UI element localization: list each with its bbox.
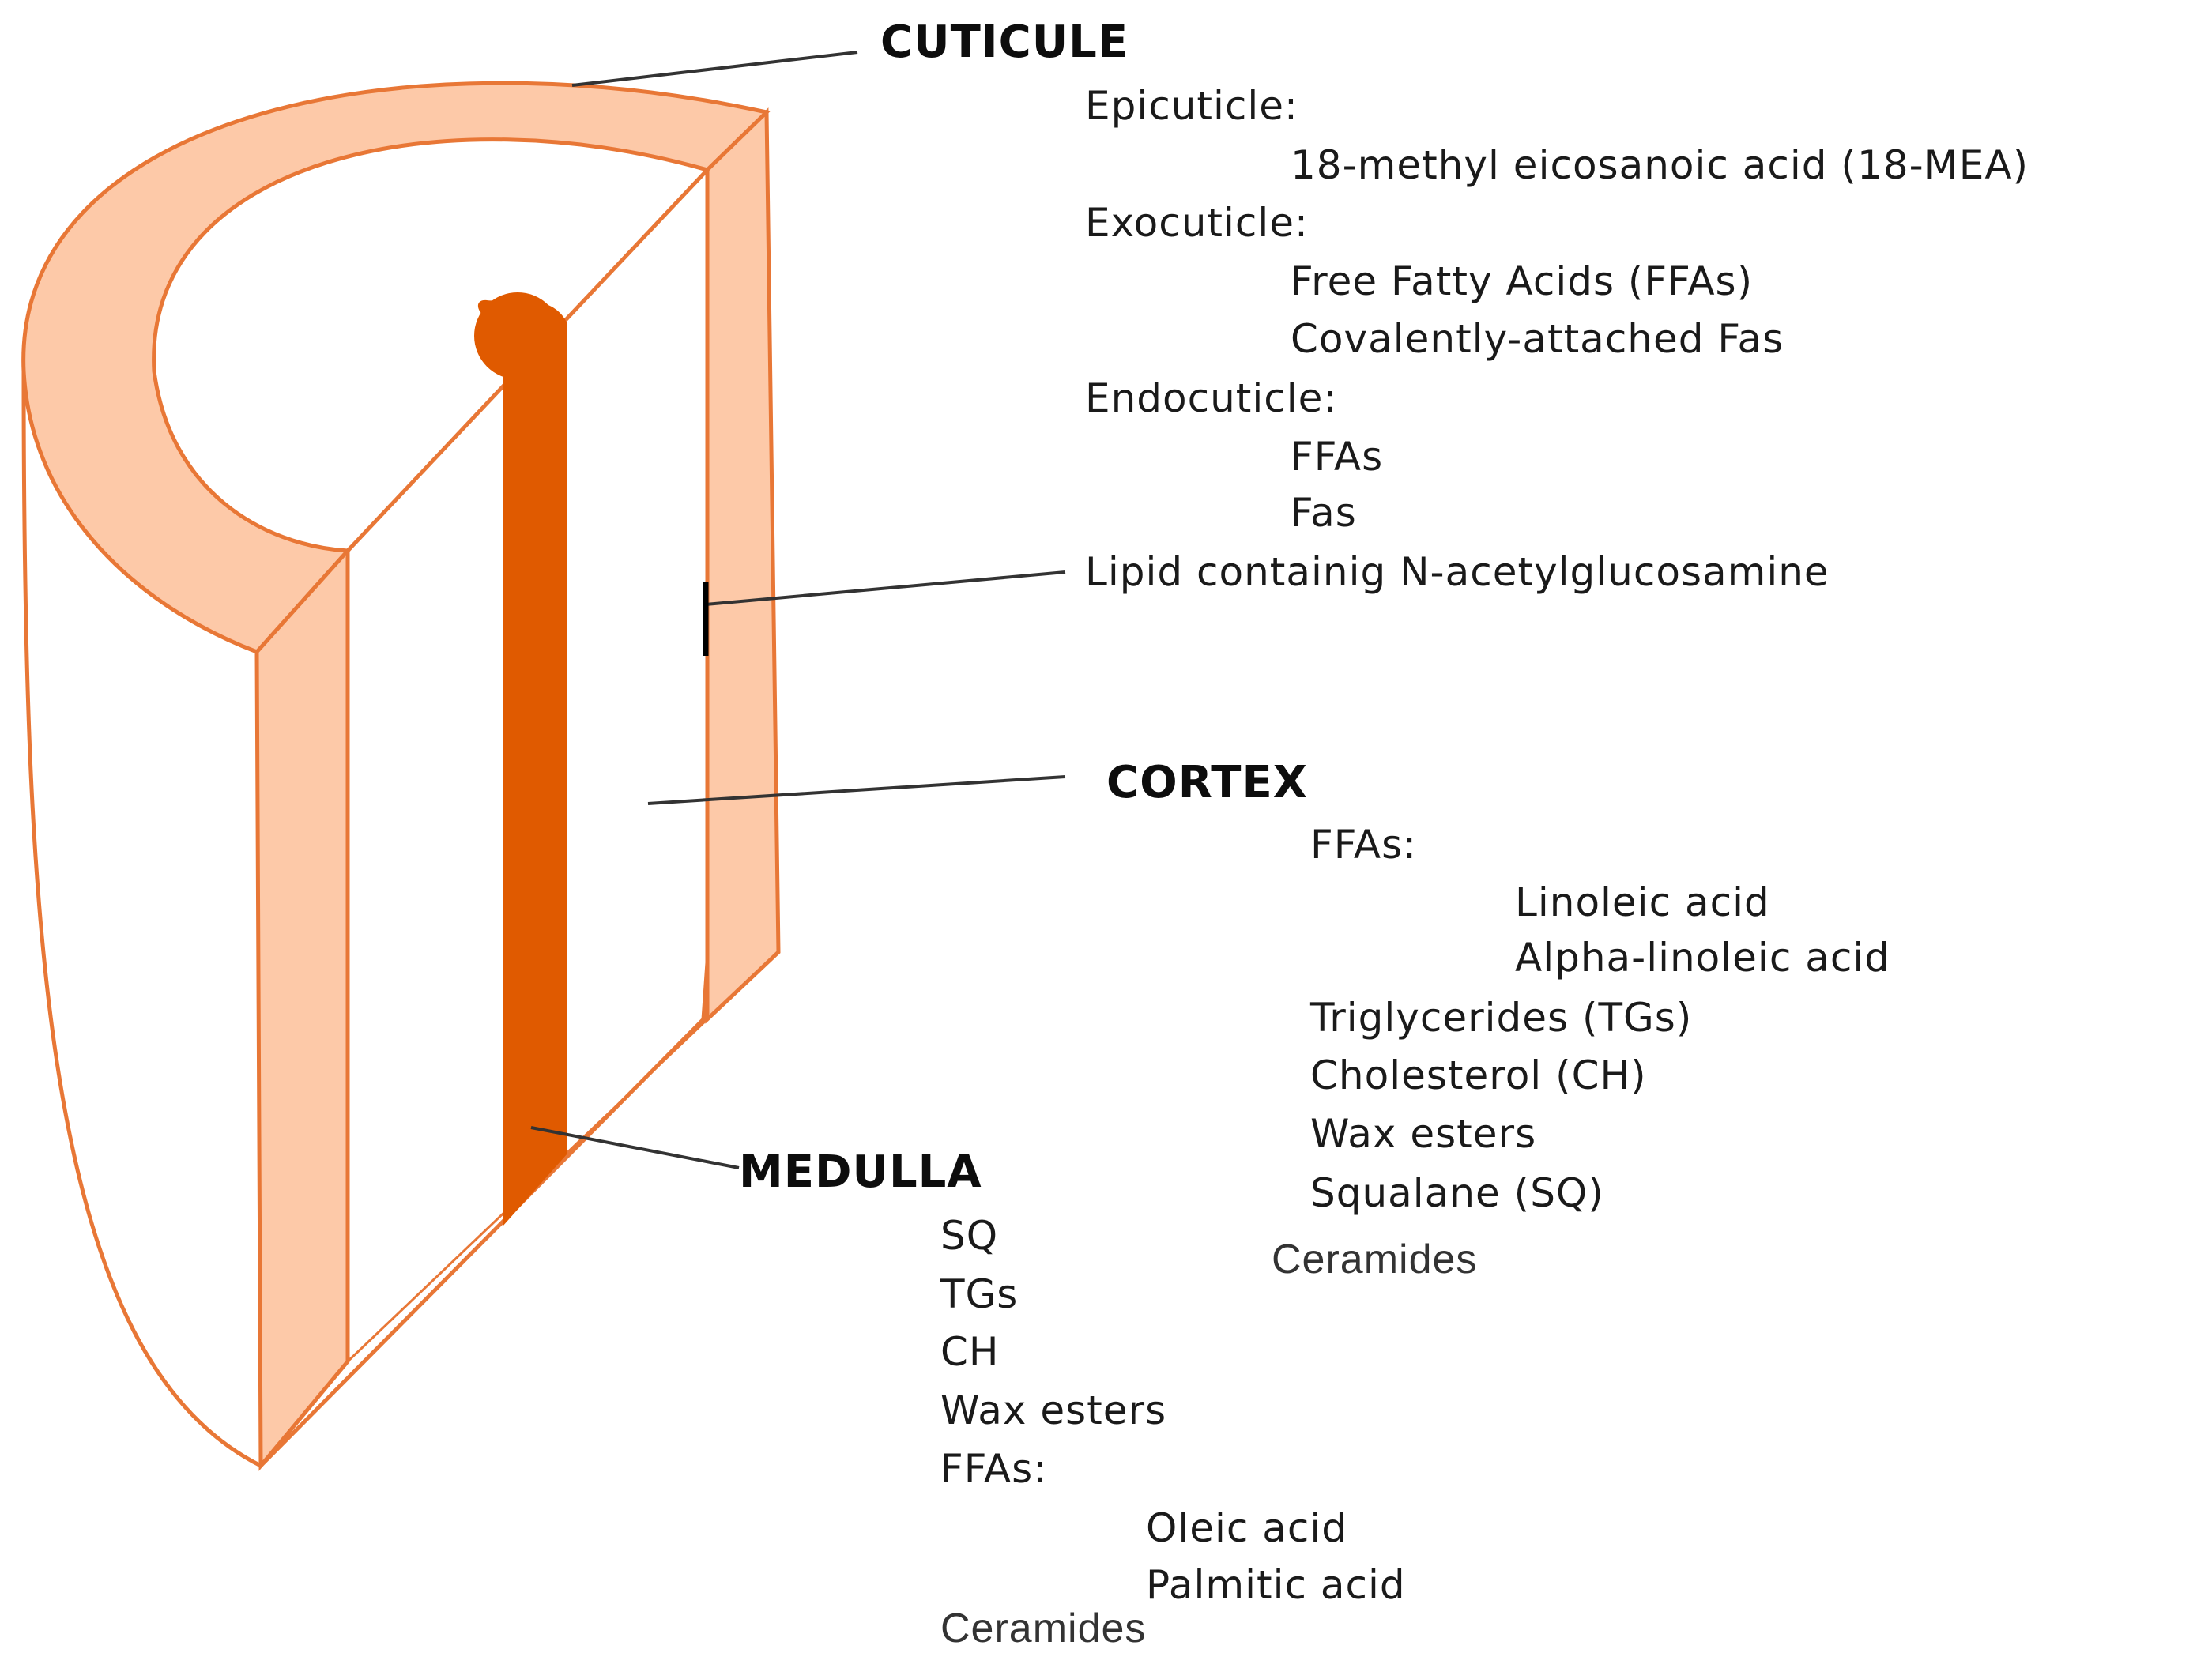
cortex-leader-line [647, 775, 1066, 805]
cortex-wax-esters: Wax esters [1310, 1111, 1537, 1157]
medulla-ffas: FFAs: [940, 1446, 1048, 1492]
cortex-alpha-linoleic-acid: Alpha-linoleic acid [1515, 935, 1890, 981]
medulla-oleic-acid: Oleic acid [1146, 1505, 1348, 1551]
cortex-ceramides: Ceramides [1272, 1237, 1478, 1282]
medulla-palmitic-acid: Palmitic acid [1146, 1562, 1406, 1608]
medulla-ceramides: Ceramides [940, 1606, 1147, 1651]
cuticle-side-band [705, 107, 781, 1024]
cuticle-endo-ffas: FFAs [1291, 434, 1384, 480]
medulla-column [477, 299, 567, 1226]
hair-outer-body [21, 111, 769, 1469]
cuticle-layer-endocuticle: Endocuticle: [1085, 375, 1338, 421]
cuticle-lipid-18mea: 18-methyl eicosanoic acid (18-MEA) [1291, 142, 2029, 188]
cortex-heading: CORTEX [1106, 757, 1308, 808]
cuticle-layer-epicuticle: Epicuticle: [1085, 83, 1298, 129]
medulla-tgs: TGs [940, 1271, 1019, 1317]
cuticle-lipid-nacetylglucosamine: Lipid containig N-acetylglucosamine [1085, 549, 1830, 595]
cuticle-lipid-ffas: Free Fatty Acids (FFAs) [1291, 258, 1754, 304]
cortex-ffas: FFAs: [1310, 822, 1418, 868]
lipid-leader-line [705, 570, 1066, 606]
cortex-cholesterol: Cholesterol (CH) [1310, 1052, 1647, 1098]
cuticle-leader-line [571, 51, 858, 87]
medulla-heading: MEDULLA [739, 1147, 982, 1198]
cuticle-top-band [21, 81, 771, 654]
cuticle-heading: CUTICULE [880, 17, 1129, 68]
cortex-squalane: Squalane (SQ) [1310, 1170, 1604, 1216]
cortex-triglycerides: Triglycerides (TGs) [1310, 995, 1693, 1041]
medulla-leader-line [530, 1126, 740, 1169]
cuticle-lipid-covalent-fas: Covalently-attached Fas [1291, 316, 1784, 362]
cuticle-endo-fas: Fas [1291, 490, 1357, 536]
medulla-wax-esters: Wax esters [940, 1387, 1167, 1433]
medulla-top-knob [474, 292, 561, 379]
cuticle-layer-exocuticle: Exocuticle: [1085, 200, 1309, 246]
medulla-sq: SQ [940, 1213, 999, 1259]
cortex-linoleic-acid: Linoleic acid [1515, 879, 1770, 925]
medulla-ch: CH [940, 1329, 1000, 1375]
